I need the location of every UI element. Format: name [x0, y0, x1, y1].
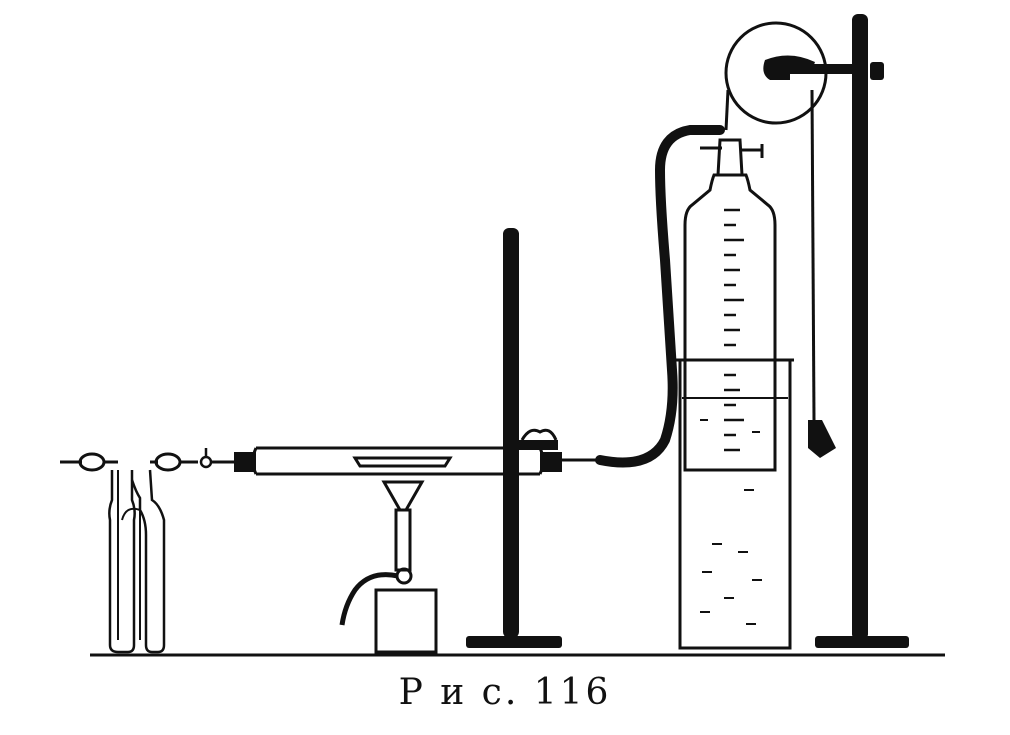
pulley [724, 21, 828, 421]
graduation-marks [724, 208, 744, 452]
rubber-hose [595, 125, 725, 468]
gas-drying-apparatus [60, 448, 234, 654]
tall-support-stand [790, 14, 909, 648]
support-stand [466, 228, 562, 648]
graduated-gas-cylinder [683, 138, 777, 472]
gas-burner [339, 480, 438, 654]
figure-caption: Р и с. 116 [398, 672, 612, 713]
water-dashes [700, 419, 762, 625]
counterweight [808, 420, 836, 458]
water-trough [676, 358, 794, 650]
reaction-tube [234, 446, 600, 476]
combustion-boat [352, 456, 453, 468]
